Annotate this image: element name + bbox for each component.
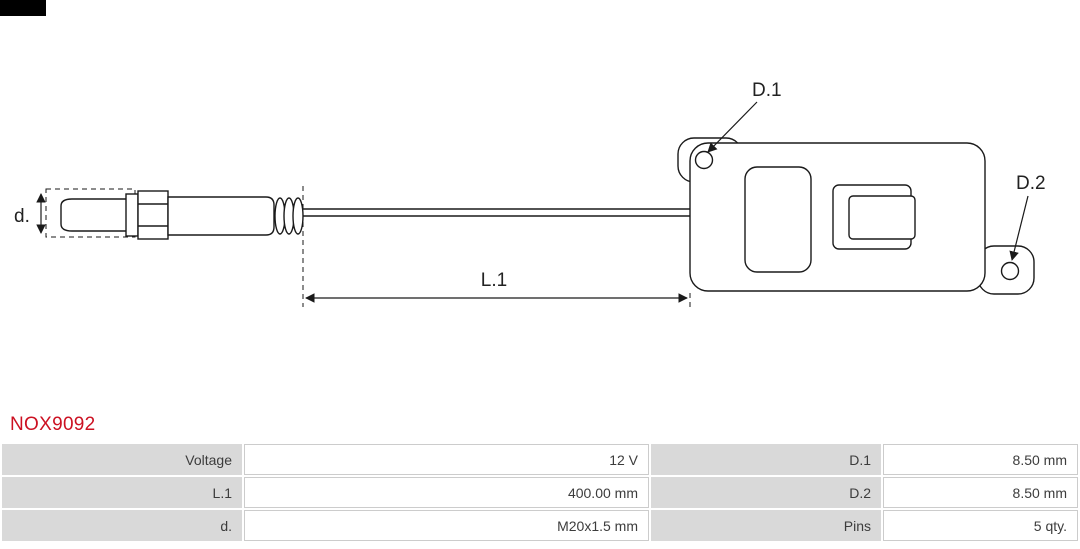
- spec-value-cell: M20x1.5 mm: [244, 510, 649, 541]
- spec-table: Voltage 12 V D.1 8.50 mm L.1 400.00 mm D…: [0, 442, 1080, 543]
- probe-body: [167, 196, 275, 236]
- spec-label-cell: D.2: [651, 477, 881, 508]
- spec-row: L.1 400.00 mm D.2 8.50 mm: [2, 477, 1078, 508]
- spec-value-cell: 400.00 mm: [244, 477, 649, 508]
- dim-label-l1: L.1: [481, 270, 507, 291]
- spec-value-cell: 8.50 mm: [883, 477, 1078, 508]
- mounting-hole-d1: [694, 150, 714, 170]
- spec-value-cell: 8.50 mm: [883, 444, 1078, 475]
- d1-leader-arrow: [707, 101, 758, 153]
- spec-value-cell: 12 V: [244, 444, 649, 475]
- spec-label-cell: Pins: [651, 510, 881, 541]
- nox-sensor-technical-drawing: d. D.1 D.2 L.1: [14, 80, 1046, 307]
- dim-label-d1: D.1: [752, 80, 782, 101]
- part-number: NOX9092: [10, 414, 96, 435]
- spec-label-cell: D.1: [651, 444, 881, 475]
- probe-tip: [60, 198, 129, 232]
- spec-value-cell: 5 qty.: [883, 510, 1078, 541]
- mounting-hole-d2: [1000, 261, 1020, 281]
- connector-inner: [848, 195, 916, 240]
- probe-flange: [125, 193, 139, 237]
- dim-label-d2: D.2: [1016, 173, 1046, 194]
- spec-label-cell: L.1: [2, 477, 242, 508]
- dim-label-d: d.: [14, 206, 30, 227]
- spec-row: d. M20x1.5 mm Pins 5 qty.: [2, 510, 1078, 541]
- probe-hex-nut: [137, 190, 169, 240]
- module-inner-element: [744, 166, 812, 273]
- spec-row: Voltage 12 V D.1 8.50 mm: [2, 444, 1078, 475]
- spec-label-cell: Voltage: [2, 444, 242, 475]
- d2-leader-arrow: [1009, 195, 1029, 261]
- spec-label-cell: d.: [2, 510, 242, 541]
- logo-placeholder: [0, 0, 46, 16]
- cable-boot-rib: [292, 197, 304, 235]
